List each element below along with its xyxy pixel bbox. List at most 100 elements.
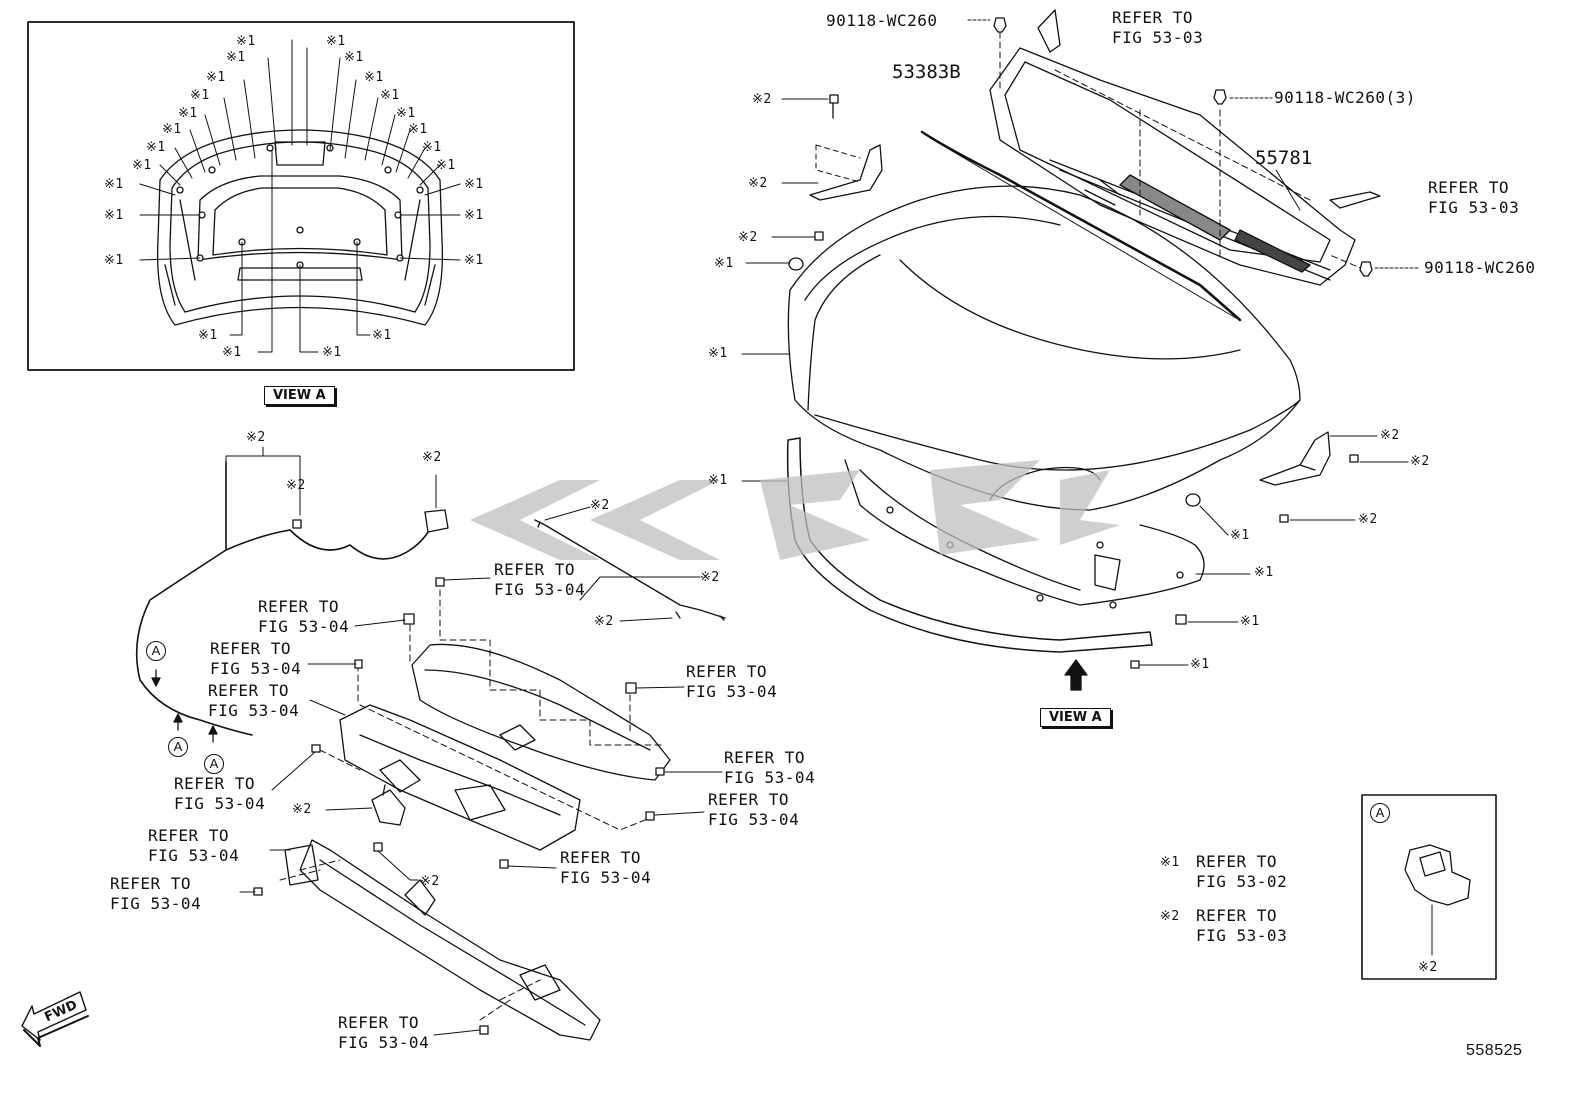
- hood-latch: [371, 784, 406, 826]
- refer-fig-53-04: REFER TO FIG 53-04: [148, 826, 240, 865]
- mark-2: ※2: [738, 230, 758, 245]
- inset-mark: ※1: [146, 140, 166, 155]
- legend-mark-1: ※1: [1160, 855, 1180, 870]
- inset-mark: ※1: [464, 253, 484, 268]
- inset-mark: ※1: [206, 70, 226, 85]
- legend-mark-2: ※2: [1160, 909, 1180, 924]
- release-cable: [135, 461, 253, 736]
- view-a-caption: VIEW A: [264, 386, 335, 405]
- clip-part-number: 90118-WC260(3): [1274, 88, 1416, 107]
- view-a-arrow: [1064, 659, 1088, 691]
- view-a-label: VIEW A: [1040, 708, 1111, 727]
- inset-clip-dots: [176, 144, 424, 269]
- mark-1: ※1: [1190, 657, 1210, 672]
- mark-2: ※2: [292, 802, 312, 817]
- part-number-53383b: 53383B: [892, 61, 961, 83]
- inset-mark: ※1: [380, 88, 400, 103]
- diagram-id: 558525: [1466, 1042, 1523, 1059]
- inset-hood-underside: [156, 129, 444, 326]
- mark-2: ※2: [286, 478, 306, 493]
- inset-mark: ※1: [222, 345, 242, 360]
- clip-part-number: 90118-WC260: [1424, 258, 1536, 277]
- mark-2: ※2: [420, 874, 440, 889]
- refer-fig-53-04: REFER TO FIG 53-04: [258, 597, 350, 636]
- mark-2: ※2: [700, 570, 720, 585]
- inset-mark: ※1: [226, 50, 246, 65]
- mark-2: ※2: [748, 176, 768, 191]
- mark-1: ※1: [1254, 565, 1274, 580]
- refer-fig-53-04: REFER TO FIG 53-04: [210, 639, 302, 678]
- mark-2: ※2: [422, 450, 442, 465]
- legend-text-1: REFER TO FIG 53-02: [1196, 852, 1288, 891]
- refer-fig-53-04: REFER TO FIG 53-04: [686, 662, 778, 701]
- hood-panel: [787, 185, 1301, 511]
- mark-1: ※1: [1230, 528, 1250, 543]
- lower-leaders: [239, 577, 723, 1036]
- inset-mark: ※1: [436, 158, 456, 173]
- detail-a-clip: [1404, 844, 1471, 956]
- refer-fig-53-04: REFER TO FIG 53-04: [494, 560, 586, 599]
- inset-mark: ※1: [178, 106, 198, 121]
- inset-mark: ※1: [322, 345, 342, 360]
- fwd-arrow: [21, 991, 87, 1041]
- inset-mark: ※1: [190, 88, 210, 103]
- inset-mark: ※1: [372, 328, 392, 343]
- part-number-55781: 55781: [1255, 147, 1313, 169]
- inset-mark: ※1: [104, 253, 124, 268]
- watermark-logo: [470, 460, 1120, 560]
- mark-1: ※1: [714, 256, 734, 271]
- mark-1: ※1: [1240, 614, 1260, 629]
- mark-1: ※1: [708, 473, 728, 488]
- refer-fig-53-03: REFER TO FIG 53-03: [1112, 8, 1204, 47]
- cable-bracket: [225, 455, 301, 463]
- support-rod: [534, 519, 726, 619]
- small-bolts: [788, 94, 1359, 669]
- cable-clip: [424, 509, 449, 533]
- seal-53383b: [920, 130, 1242, 322]
- inset-frame: [27, 21, 575, 371]
- inset-mark: ※1: [104, 208, 124, 223]
- detail-a-letter: A: [1370, 803, 1390, 823]
- mark-2: ※2: [594, 614, 614, 629]
- refer-fig-53-03: REFER TO FIG 53-03: [1428, 178, 1520, 217]
- inset-mark: ※1: [132, 158, 152, 173]
- refer-fig-53-04: REFER TO FIG 53-04: [110, 874, 202, 913]
- cowl-dashed: [999, 31, 1366, 271]
- inset-mark: ※1: [344, 50, 364, 65]
- assembly-dashed: [279, 589, 666, 1021]
- inset-mark: ※1: [326, 34, 346, 49]
- inset-mark: ※1: [464, 177, 484, 192]
- refer-fig-53-04: REFER TO FIG 53-04: [724, 748, 816, 787]
- lower-bolts: [253, 577, 665, 1035]
- mark-2: ※2: [246, 430, 266, 445]
- inset-mark: ※1: [464, 208, 484, 223]
- mark-2: ※2: [752, 92, 772, 107]
- inset-mark: ※1: [198, 328, 218, 343]
- inset-mark: ※1: [162, 122, 182, 137]
- inset-mark: ※1: [104, 177, 124, 192]
- refer-fig-53-04: REFER TO FIG 53-04: [338, 1013, 430, 1052]
- callout-a: A: [146, 641, 166, 661]
- refer-fig-53-04: REFER TO FIG 53-04: [560, 848, 652, 887]
- clips-top: [993, 17, 1373, 277]
- callout-a: A: [168, 737, 188, 757]
- callout-a-arrows: [151, 669, 218, 743]
- inset-mark: ※1: [364, 70, 384, 85]
- fig5303-part-a: [1037, 9, 1061, 53]
- hood-leaders: [741, 98, 1409, 666]
- hinge-right: [1259, 431, 1331, 486]
- cowl-panel: [989, 47, 1356, 286]
- detail-a-frame: [1361, 794, 1497, 980]
- callout-a: A: [204, 754, 224, 774]
- mark-1: ※1: [708, 346, 728, 361]
- inset-mark: ※1: [422, 140, 442, 155]
- refer-fig-53-04: REFER TO FIG 53-04: [208, 681, 300, 720]
- support-cover: [411, 643, 671, 781]
- mark-2: ※2: [590, 498, 610, 513]
- refer-fig-53-04: REFER TO FIG 53-04: [708, 790, 800, 829]
- lower-support: [284, 839, 601, 1041]
- legend-text-2: REFER TO FIG 53-03: [1196, 906, 1288, 945]
- mark-2: ※2: [1380, 428, 1400, 443]
